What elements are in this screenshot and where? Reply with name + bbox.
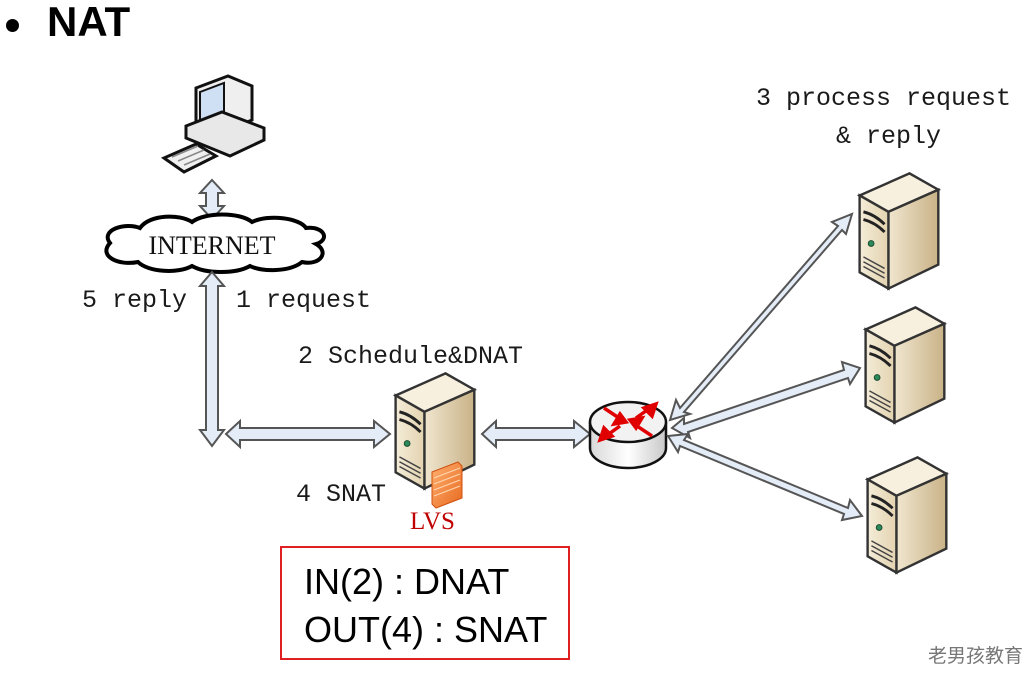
step-3-process-label-line2: & reply bbox=[836, 122, 942, 151]
note-out-snat: OUT(4) : SNAT bbox=[304, 609, 548, 650]
step-1-request-label: 1 request bbox=[236, 286, 372, 315]
lvs-server-icon bbox=[394, 371, 476, 509]
arrow-router-server-3 bbox=[666, 432, 864, 522]
arrow-router-server-2 bbox=[670, 360, 862, 441]
desktop-computer-icon bbox=[160, 74, 266, 174]
router-icon bbox=[588, 400, 668, 470]
slide-title: NAT bbox=[47, 0, 131, 45]
step-3-process-label-line1: 3 process request bbox=[756, 84, 1012, 113]
bullet-icon bbox=[6, 18, 19, 32]
step-2-schedule-dnat-label: 2 Schedule&DNAT bbox=[298, 342, 524, 371]
nat-rules-note: IN(2) : DNAT OUT(4) : SNAT bbox=[280, 546, 570, 660]
slide-title-row: NAT bbox=[6, 0, 130, 46]
arrow-internet-lvs-vertical bbox=[197, 270, 227, 448]
cloud-icon bbox=[104, 212, 326, 274]
lvs-label: LVS bbox=[410, 508, 455, 535]
arrow-router-server-1 bbox=[668, 212, 854, 422]
step-4-snat-label: 4 SNAT bbox=[296, 480, 387, 509]
real-server-1-icon bbox=[858, 171, 940, 291]
internet-label: INTERNET bbox=[148, 231, 275, 260]
note-in-dnat: IN(2) : DNAT bbox=[304, 561, 510, 602]
watermark: 老男孩教育 bbox=[927, 645, 1023, 667]
real-server-2-icon bbox=[864, 305, 946, 425]
arrow-internet-lvs-horizontal bbox=[224, 418, 392, 450]
arrow-lvs-router bbox=[480, 418, 592, 450]
step-5-reply-label: 5 reply bbox=[82, 286, 188, 315]
real-server-3-icon bbox=[866, 455, 948, 575]
firewall-icon bbox=[431, 461, 463, 509]
